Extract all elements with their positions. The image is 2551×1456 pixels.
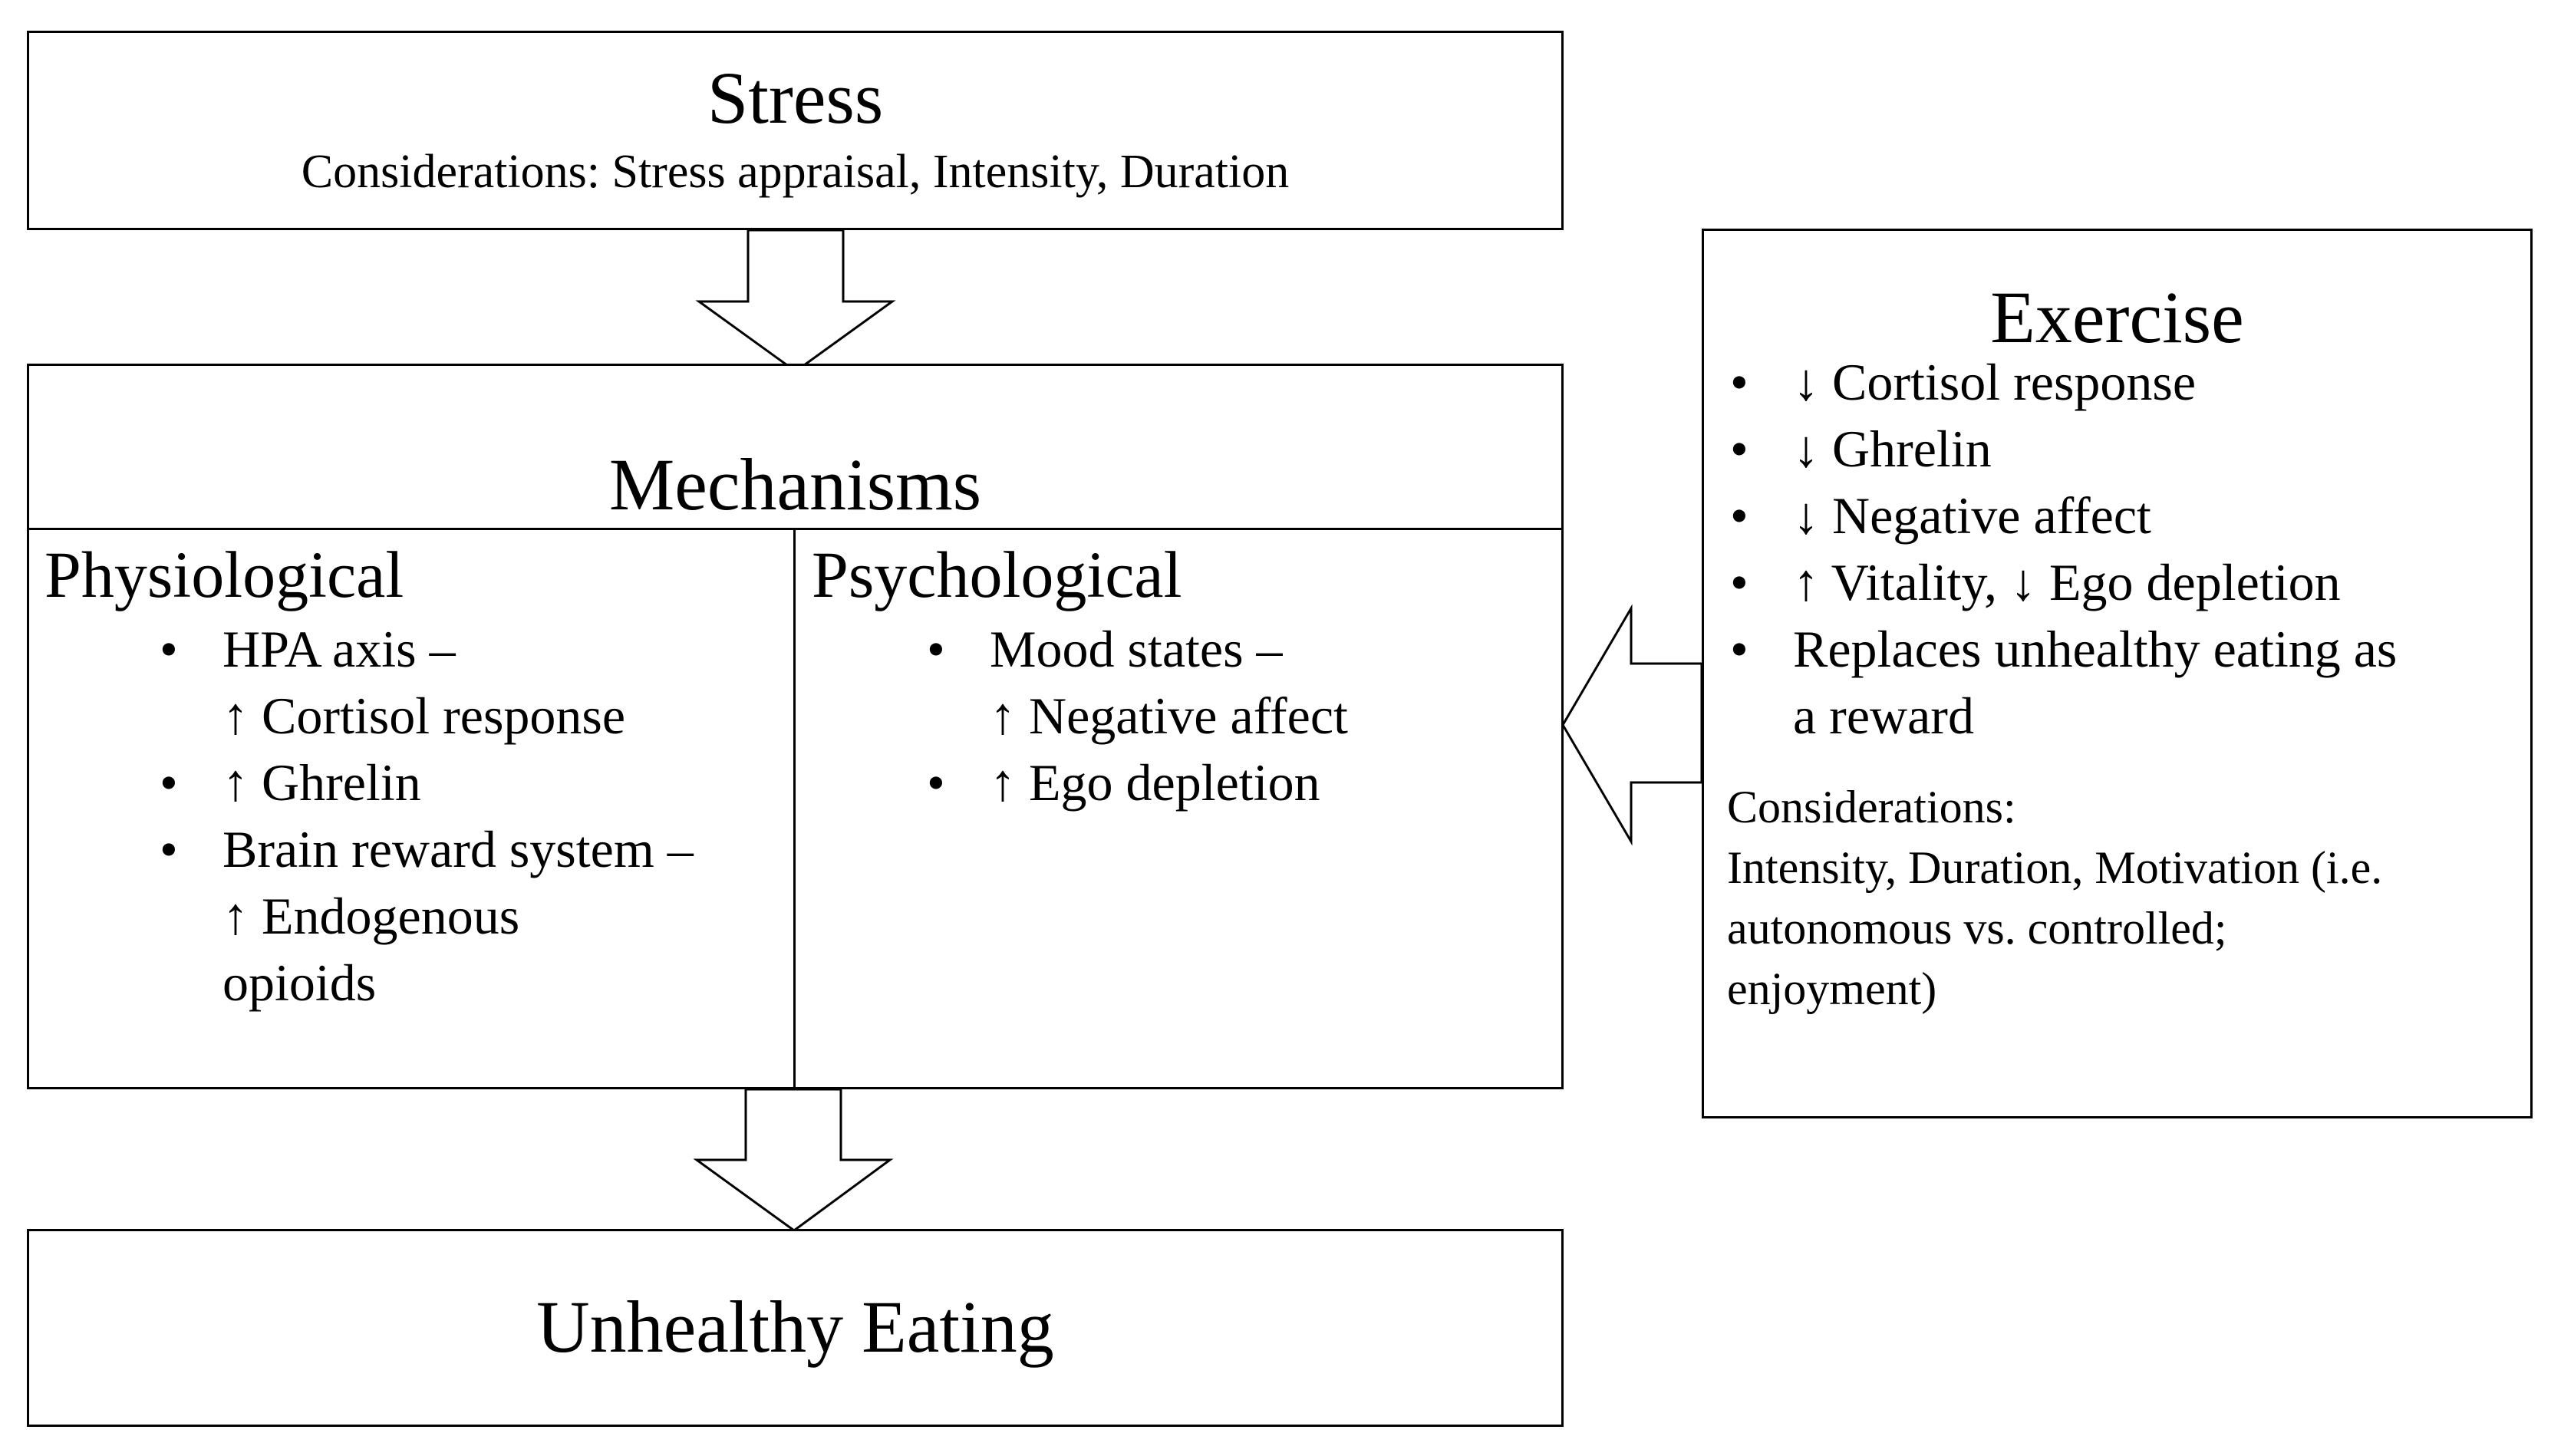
list-item: ↓ Cortisol response bbox=[1730, 349, 2530, 416]
item-line: ↑ Vitality, ↓ Ego depletion bbox=[1793, 552, 2341, 611]
exercise-list: ↓ Cortisol response ↓ Ghrelin ↓ Negative… bbox=[1730, 349, 2530, 749]
list-item: ↑ Ghrelin bbox=[160, 749, 781, 816]
list-item: Mood states – ↑ Negative affect bbox=[927, 616, 1548, 749]
physiological-list: HPA axis – ↑ Cortisol response ↑ Ghrelin… bbox=[160, 616, 781, 1016]
stress-considerations: Considerations: Stress appraisal, Intens… bbox=[301, 145, 1290, 198]
physiological-title: Physiological bbox=[44, 538, 404, 611]
list-item: ↓ Ghrelin bbox=[1730, 416, 2530, 483]
exercise-considerations-line: Intensity, Duration, Motivation (i.e. bbox=[1727, 842, 2383, 893]
mechanisms-box: Mechanisms Physiological HPA axis – ↑ Co… bbox=[27, 364, 1564, 1089]
item-line: ↓ Negative affect bbox=[1793, 486, 2151, 545]
item-line: ↓ Cortisol response bbox=[1793, 352, 2197, 411]
item-line: a reward bbox=[1793, 686, 1974, 745]
item-line: HPA axis – bbox=[222, 619, 456, 678]
exercise-title: Exercise bbox=[1990, 276, 2244, 358]
list-item: ↑ Vitality, ↓ Ego depletion bbox=[1730, 549, 2530, 616]
exercise-considerations-line: enjoyment) bbox=[1727, 963, 1937, 1014]
item-line: ↑ Ego depletion bbox=[990, 753, 1320, 812]
mechanisms-column-divider bbox=[793, 528, 796, 1087]
exercise-considerations-label: Considerations: bbox=[1727, 781, 2016, 832]
item-line: ↑ Ghrelin bbox=[222, 753, 421, 812]
item-line: Mood states – bbox=[990, 619, 1283, 678]
physiological-column: Physiological HPA axis – ↑ Cortisol resp… bbox=[44, 539, 781, 1016]
arrow-mechanisms-to-eating bbox=[693, 1088, 894, 1232]
arrow-stress-to-mechanisms bbox=[695, 229, 896, 373]
item-line: ↑ Endogenous bbox=[222, 886, 520, 945]
exercise-box: Exercise ↓ Cortisol response ↓ Ghrelin ↓… bbox=[1702, 229, 2533, 1118]
list-item: Brain reward system – ↑ Endogenous opioi… bbox=[160, 816, 781, 1016]
unhealthy-eating-title: Unhealthy Eating bbox=[536, 1286, 1054, 1368]
list-item: ↑ Ego depletion bbox=[927, 749, 1548, 816]
item-line: Brain reward system – bbox=[222, 819, 694, 878]
mechanisms-title: Mechanisms bbox=[608, 443, 982, 525]
arrow-exercise-to-mechanisms bbox=[1561, 604, 1703, 846]
item-line: ↑ Cortisol response bbox=[222, 686, 626, 745]
list-item: ↓ Negative affect bbox=[1730, 483, 2530, 549]
psychological-title: Psychological bbox=[812, 538, 1182, 611]
unhealthy-eating-box: Unhealthy Eating bbox=[27, 1229, 1564, 1427]
item-line: ↑ Negative affect bbox=[990, 686, 1348, 745]
list-item: Replaces unhealthy eating as a reward bbox=[1730, 616, 2530, 749]
item-line: Replaces unhealthy eating as bbox=[1793, 619, 2398, 678]
list-item: HPA axis – ↑ Cortisol response bbox=[160, 616, 781, 749]
stress-box: Stress Considerations: Stress appraisal,… bbox=[27, 31, 1564, 230]
item-line: opioids bbox=[222, 953, 377, 1012]
exercise-considerations-line: autonomous vs. controlled; bbox=[1727, 902, 2227, 954]
psychological-column: Psychological Mood states – ↑ Negative a… bbox=[812, 539, 1548, 816]
psychological-list: Mood states – ↑ Negative affect ↑ Ego de… bbox=[927, 616, 1548, 816]
item-line: ↓ Ghrelin bbox=[1793, 419, 1992, 478]
stress-title: Stress bbox=[707, 57, 884, 139]
exercise-considerations: Considerations: Intensity, Duration, Mot… bbox=[1727, 777, 2530, 1020]
